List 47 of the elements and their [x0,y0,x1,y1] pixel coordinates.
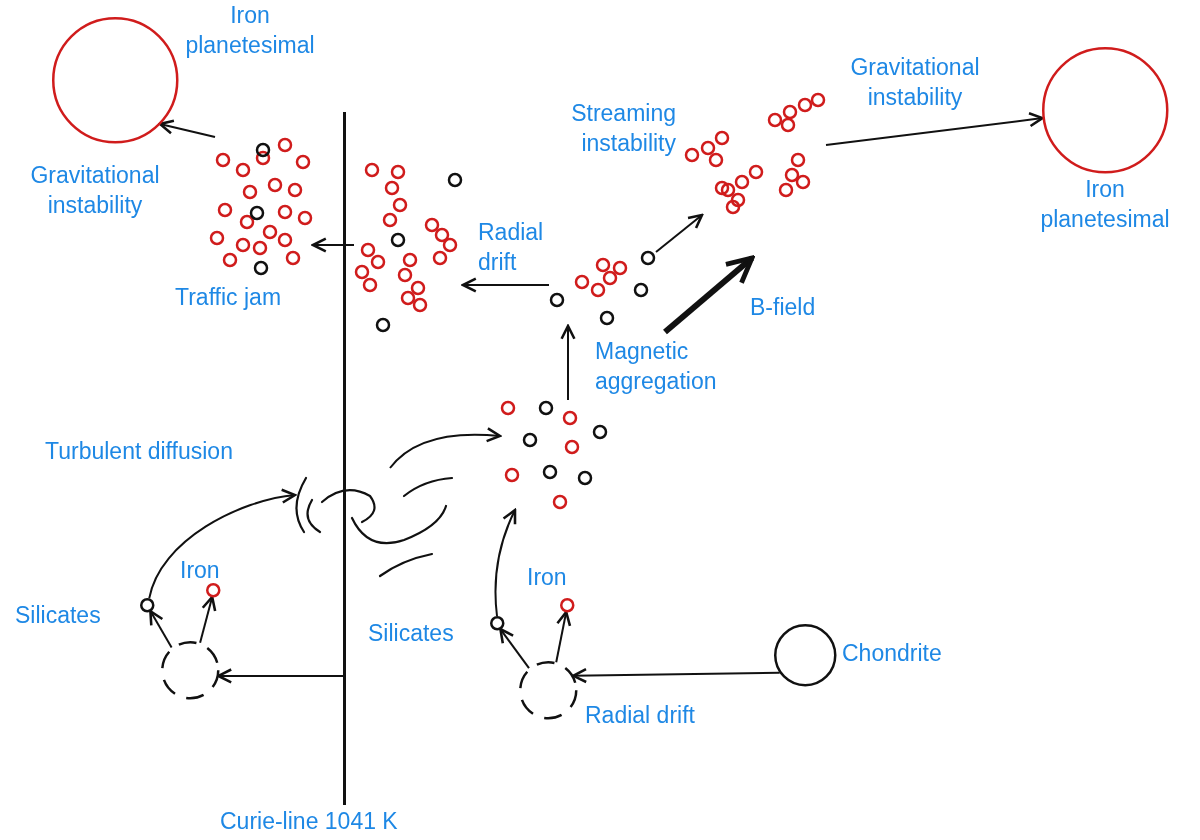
curved-arrow [148,489,297,600]
node-caption: Iron [527,563,567,592]
node-caption: Iron [180,556,220,585]
node-caption: Traffic jam [175,283,282,312]
curie-line [343,112,346,805]
arrow [311,237,355,253]
particle-cluster-drawing [684,92,826,215]
node-caption: Chondrite [842,639,942,668]
arrow [572,667,781,684]
particle-cluster-drawing [354,162,463,333]
particle [489,615,505,631]
arrow [461,277,550,293]
arrow [655,213,704,253]
node-caption: Silicates [368,619,454,648]
edge-label: Radial drift [478,218,545,277]
arrow [217,668,344,684]
arrow [555,610,572,664]
node-caption: Streaming instability [570,99,676,158]
particle [559,597,575,613]
particle-cluster-drawing [549,250,656,326]
particle-cluster-drawing [209,137,313,276]
node-caption: Curie-line 1041 K [220,807,398,836]
arrow [560,324,576,401]
node-caption: Silicates [15,601,101,630]
arrow [825,112,1044,146]
dashed-circle [518,660,578,720]
curved-arrow [389,427,502,469]
arrow [158,119,216,138]
node-caption: Radial drift [585,701,695,730]
node-caption: Iron planetesimal [184,1,316,60]
particle-cluster-drawing [500,400,608,510]
node-caption: Iron planetesimal [1039,175,1171,234]
field-label: B-field [750,293,816,322]
particle [205,582,221,598]
node-caption: Turbulent diffusion [45,437,233,466]
arrow [149,609,173,649]
edge-label: Gravitational instability [849,53,981,112]
planetesimal-circle [1041,46,1169,174]
chondrite-circle [773,623,837,687]
particle [139,597,155,613]
dashed-circle [160,640,220,700]
arrow [499,627,530,670]
edge-label: Gravitational instability [29,161,161,220]
curved-arrow [494,508,517,617]
arrow [199,595,217,644]
planetesimal-circle [51,16,179,144]
edge-label: Magnetic aggregation [595,337,718,396]
